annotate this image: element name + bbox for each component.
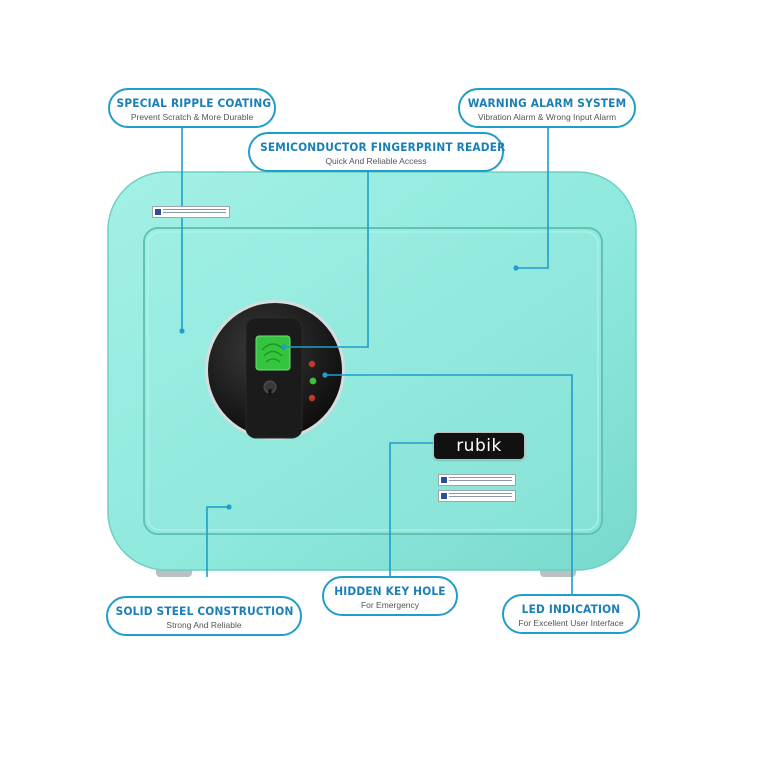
- callout-subtitle: For Excellent User Interface: [518, 618, 624, 628]
- callout-solid-steel: SOLID STEEL CONSTRUCTION Strong And Reli…: [106, 596, 302, 636]
- brand-logo: rubik: [434, 433, 524, 459]
- warning-sticker-top: [152, 206, 230, 218]
- fingerprint-sensor-icon[interactable]: [255, 335, 291, 371]
- callout-ripple-coating: SPECIAL RIPPLE COATING Prevent Scratch &…: [108, 88, 276, 128]
- led-indicator-icon: [308, 360, 316, 368]
- callout-warning-alarm: WARNING ALARM SYSTEM Vibration Alarm & W…: [458, 88, 636, 128]
- fingerprint-lock-panel: [205, 300, 345, 440]
- callout-title: HIDDEN KEY HOLE: [334, 584, 446, 598]
- callout-fingerprint-reader: SEMICONDUCTOR FINGERPRINT READER Quick A…: [248, 132, 506, 172]
- callout-title: SOLID STEEL CONSTRUCTION: [115, 604, 294, 618]
- callout-title: WARNING ALARM SYSTEM: [467, 96, 627, 110]
- callout-subtitle: Vibration Alarm & Wrong Input Alarm: [477, 112, 617, 122]
- callout-subtitle: For Emergency: [360, 600, 420, 610]
- callout-subtitle: Quick And Reliable Access: [325, 156, 427, 166]
- callout-subtitle: Strong And Reliable: [166, 620, 242, 630]
- leader-lines: [181, 126, 573, 596]
- callout-title: SEMICONDUCTOR FINGERPRINT READER: [260, 140, 506, 154]
- callout-hidden-keyhole: HIDDEN KEY HOLE For Emergency: [322, 576, 458, 616]
- callout-title: LED INDICATION: [521, 602, 621, 616]
- info-sticker-2: [438, 490, 516, 502]
- callout-led-indication: LED INDICATION For Excellent User Interf…: [502, 594, 640, 634]
- callout-title: SPECIAL RIPPLE COATING: [116, 96, 272, 110]
- info-sticker-1: [438, 474, 516, 486]
- callout-subtitle: Prevent Scratch & More Durable: [130, 112, 254, 122]
